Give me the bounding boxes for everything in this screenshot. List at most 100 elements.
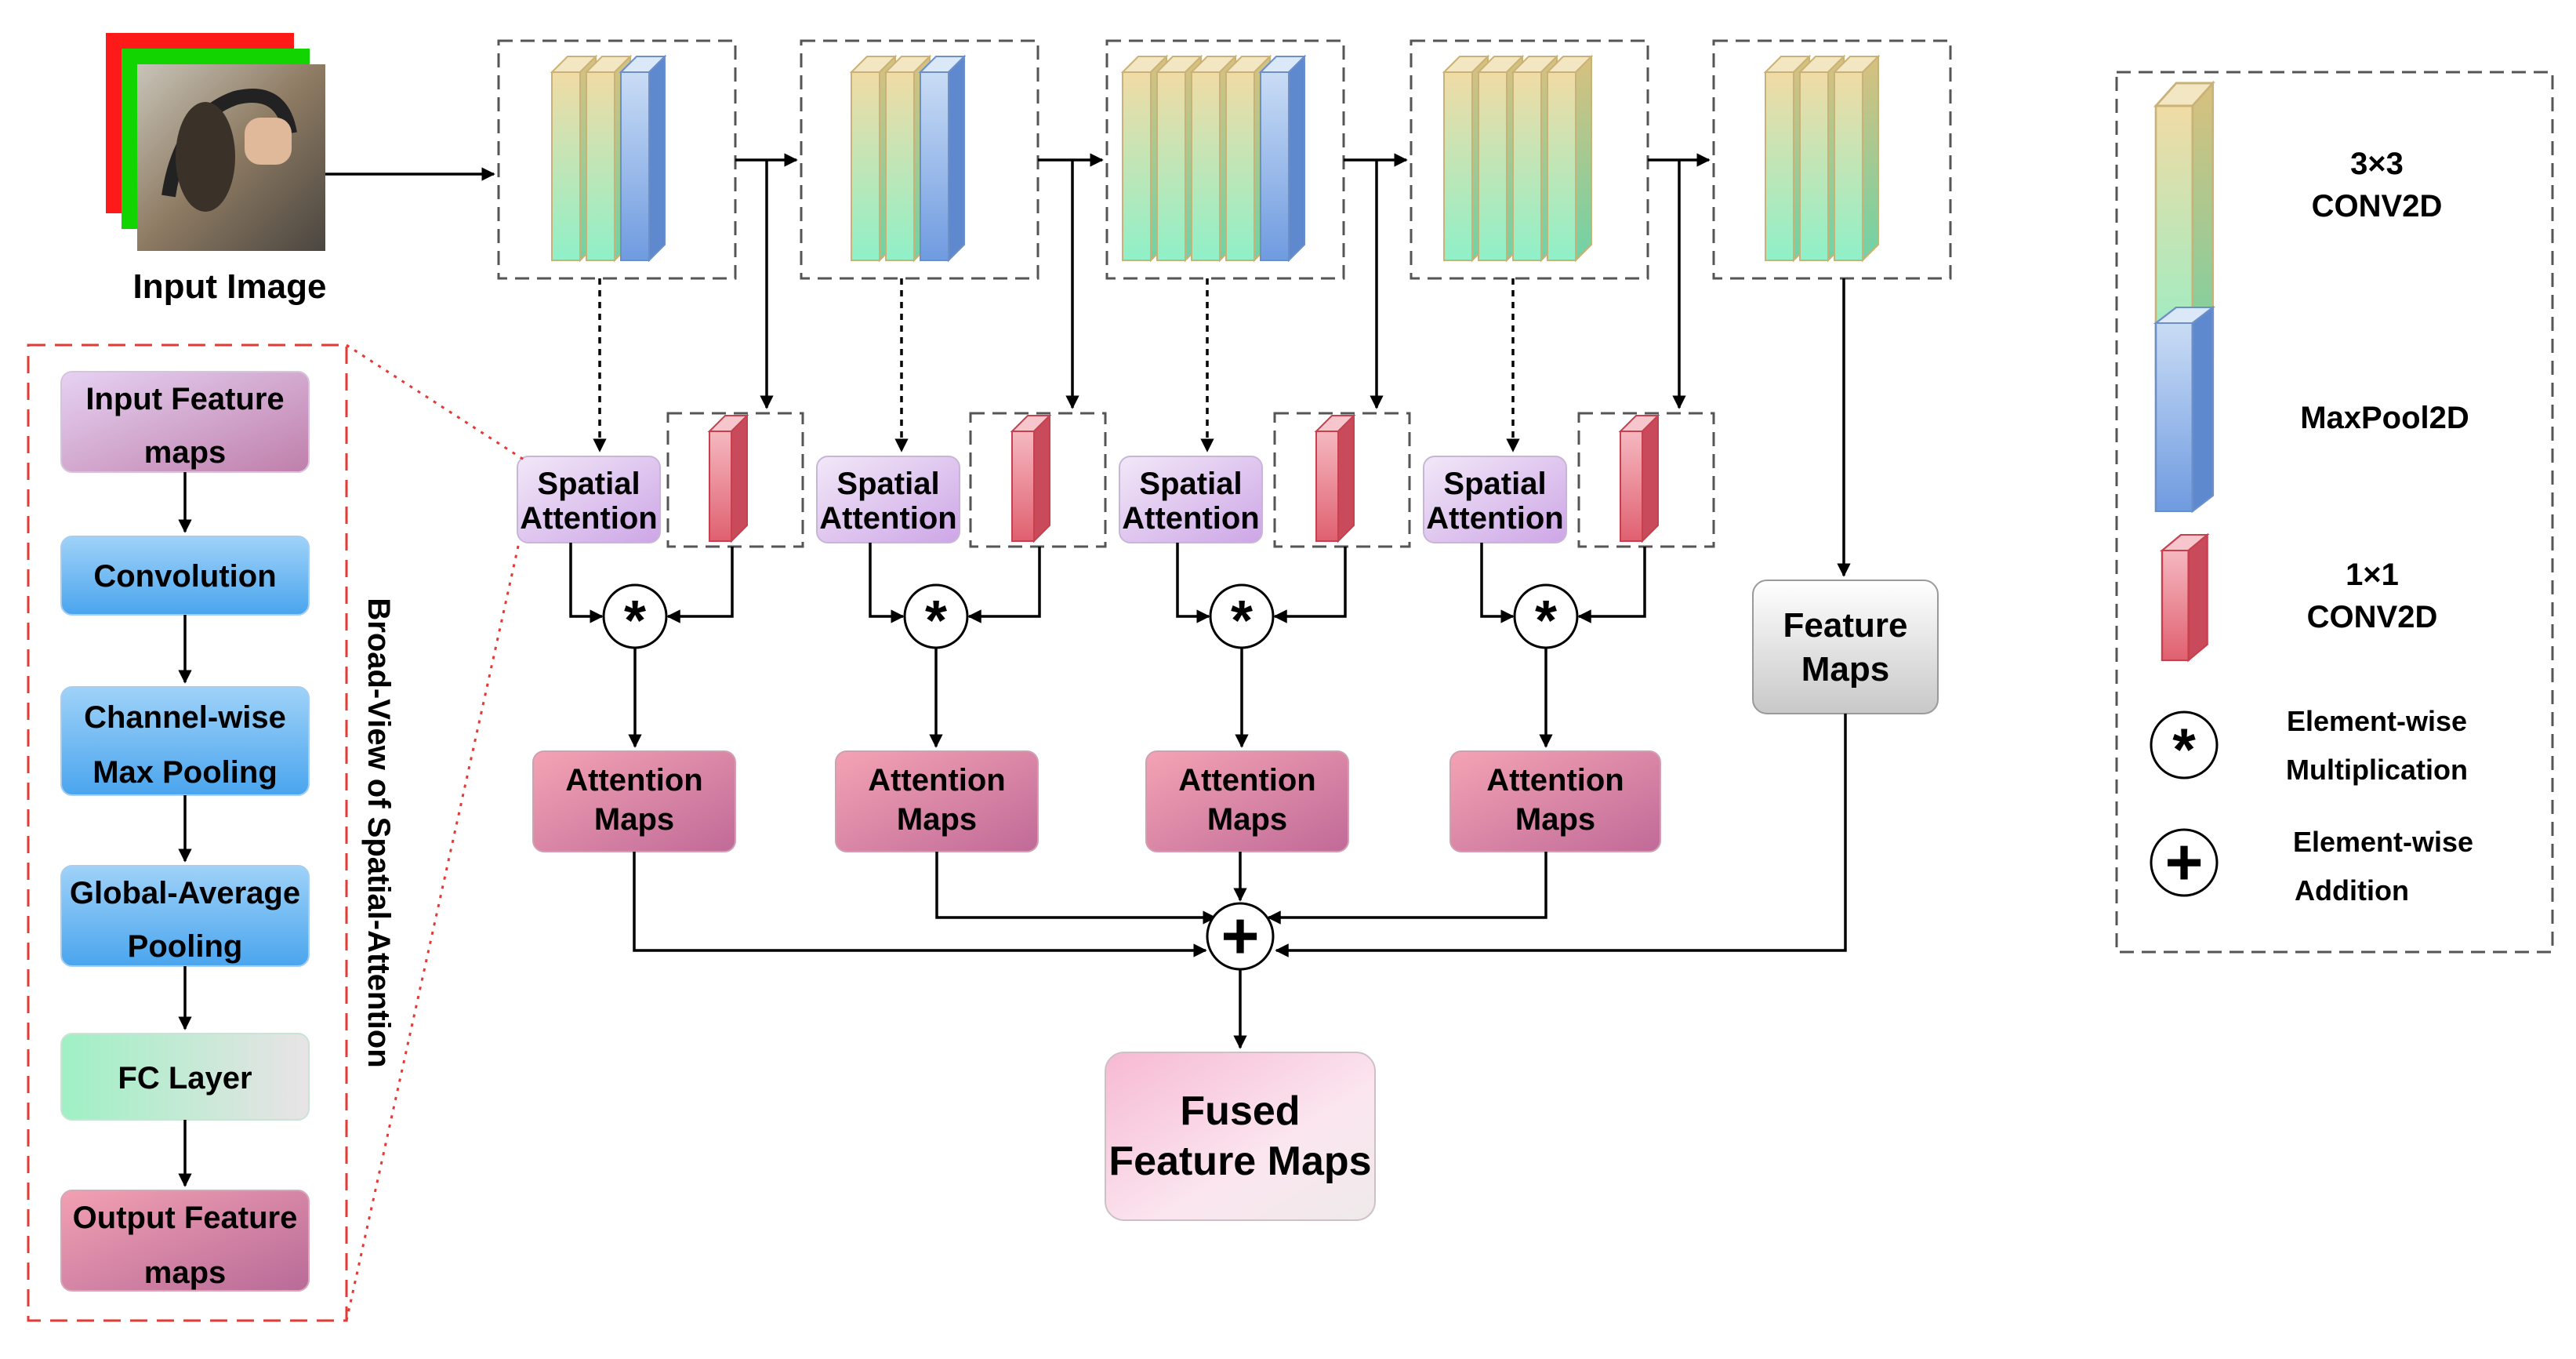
sa-1-to-mul <box>569 543 604 623</box>
att-2-to-add <box>935 852 1217 925</box>
bv-step-1-line2: maps <box>144 435 227 470</box>
fused-line1: Fused <box>1180 1088 1300 1134</box>
addition-node: + <box>1206 899 1275 972</box>
multiply-symbol: * <box>1231 590 1253 652</box>
stage-5-box <box>1712 39 1952 280</box>
legend-add-symbol: + <box>2164 825 2203 899</box>
attention-maps-1-line1: Attention <box>565 763 703 798</box>
feature-maps-box: Feature Maps <box>1752 580 1939 714</box>
bv-step-3-line1: Channel-wise <box>84 700 286 735</box>
conv1x1-4 <box>1620 415 1659 542</box>
bv-step-1-line1: Input Feature <box>85 382 284 416</box>
stage-3-maxpool <box>1260 56 1305 261</box>
conv-1-to-mul <box>666 547 734 623</box>
att-4-to-add <box>1267 852 1547 925</box>
att-1-to-add <box>633 852 1207 957</box>
bv-global-average-pooling: Global-Average Pooling <box>60 865 310 967</box>
spatial-attention-3: Spatial Attention <box>1119 456 1263 543</box>
conv1x1-3 <box>1315 415 1355 542</box>
input-image <box>106 33 325 251</box>
legend-multiply-icon: * <box>2150 710 2219 783</box>
legend-conv1-line1: 1×1 <box>2346 558 2399 592</box>
multiply-node-2: * <box>903 583 969 652</box>
broad-view-title: Broad-View of Spatial-Attention <box>361 598 396 1067</box>
bv-input-feature-maps: Input Feature maps <box>60 371 310 473</box>
attention-maps-1-line2: Maps <box>594 802 674 837</box>
conv1x1-box-2 <box>969 412 1107 548</box>
legend-multiply-symbol: * <box>2172 717 2196 783</box>
legend-maxpool-icon <box>2154 306 2215 513</box>
input-image-label: Input Image <box>133 267 327 306</box>
hand-shape <box>245 118 292 165</box>
bv-fc-layer: FC Layer <box>60 1033 310 1121</box>
attention-maps-4-line1: Attention <box>1486 763 1624 798</box>
legend-conv3-line2: CONV2D <box>2312 189 2443 223</box>
conv-2-to-mul <box>967 547 1041 623</box>
conv1x1-2 <box>1011 415 1050 542</box>
spatial-attention-2: Spatial Attention <box>816 456 960 543</box>
multiply-node-1: * <box>602 583 668 652</box>
conv-3-to-mul <box>1273 547 1347 623</box>
zoom-line-bottom <box>345 542 521 1321</box>
stage-5-conv3x3-c <box>1834 56 1879 261</box>
spatial-attention-1: Spatial Attention <box>517 456 661 543</box>
legend-conv1-line2: CONV2D <box>2307 600 2438 634</box>
multiply-symbol: * <box>925 590 947 652</box>
bv-step-5-line1: FC Layer <box>118 1061 252 1096</box>
legend-conv1x1-icon <box>2161 533 2208 662</box>
spatial-attention-2-line1: Spatial <box>836 467 939 501</box>
multiply-node-3: * <box>1209 583 1275 652</box>
fused-feature-maps-box: Fused Feature Maps <box>1105 1052 1376 1221</box>
conv1x1-box-3 <box>1273 412 1411 548</box>
multiply-symbol: * <box>624 590 646 652</box>
attention-maps-3-line2: Maps <box>1207 802 1287 837</box>
bv-channel-wise-max-pooling: Channel-wise Max Pooling <box>60 686 310 796</box>
sa-3-to-mul <box>1176 543 1210 623</box>
legend-add-icon: + <box>2150 825 2219 899</box>
attention-maps-4: Attention Maps <box>1449 750 1661 852</box>
spatial-attention-4: Spatial Attention <box>1423 456 1567 543</box>
bv-convolution: Convolution <box>60 536 310 616</box>
stage-1-maxpool <box>620 56 666 261</box>
spatial-attention-3-line1: Spatial <box>1139 467 1242 501</box>
attention-maps-2-line2: Maps <box>897 802 977 837</box>
sa-2-to-mul <box>869 543 905 623</box>
spatial-attention-4-line1: Spatial <box>1443 467 1546 501</box>
attention-maps-2: Attention Maps <box>835 750 1039 852</box>
stage-2-maxpool <box>920 56 965 261</box>
legend-multiply-line2: Multiplication <box>2286 754 2468 786</box>
bv-output-feature-maps: Output Feature maps <box>60 1190 310 1292</box>
attention-maps-3: Attention Maps <box>1145 750 1349 852</box>
broad-view-panel <box>27 343 348 1322</box>
sa-4-to-mul <box>1480 543 1515 623</box>
legend-add-line1: Element-wise <box>2293 826 2473 858</box>
legend-conv3-line1: 3×3 <box>2350 147 2404 181</box>
bv-step-6-line1: Output Feature <box>73 1201 298 1235</box>
bv-step-4-line1: Global-Average <box>70 876 300 910</box>
add-symbol: + <box>1221 899 1259 972</box>
legend-add-line2: Addition <box>2295 874 2409 907</box>
spatial-attention-1-line2: Attention <box>520 501 658 536</box>
stage-4-conv3x3-d <box>1547 56 1592 261</box>
legend-maxpool-label: MaxPool2D <box>2300 401 2469 435</box>
feature-to-add <box>1275 714 1847 957</box>
attention-maps-2-line1: Attention <box>868 763 1006 798</box>
conv1x1-box-1 <box>666 412 804 548</box>
feature-maps-line1: Feature <box>1783 606 1908 645</box>
conv-4-to-mul <box>1577 547 1646 623</box>
multiply-node-4: * <box>1513 583 1579 652</box>
bv-step-6-line2: maps <box>144 1255 227 1290</box>
multiply-symbol: * <box>1535 590 1557 652</box>
attention-maps-3-line1: Attention <box>1178 763 1316 798</box>
conv1x1-box-4 <box>1577 412 1715 548</box>
bv-step-4-line2: Pooling <box>128 929 243 964</box>
spatial-attention-1-line1: Spatial <box>537 467 640 501</box>
legend-multiply-line1: Element-wise <box>2287 705 2467 737</box>
fused-line2: Feature Maps <box>1108 1139 1371 1184</box>
spatial-attention-4-line2: Attention <box>1426 501 1564 536</box>
attention-maps-4-line2: Maps <box>1515 802 1595 837</box>
feature-maps-line2: Maps <box>1801 650 1889 689</box>
conv1x1-1 <box>709 415 748 542</box>
attention-maps-1: Attention Maps <box>532 750 736 852</box>
